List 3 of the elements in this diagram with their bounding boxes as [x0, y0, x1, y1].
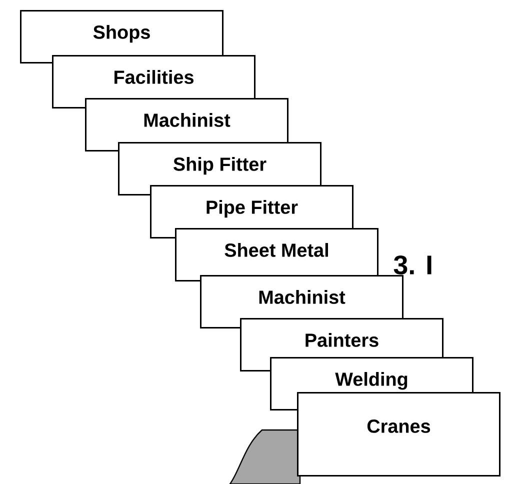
- heading-text: 3. I: [394, 255, 432, 275]
- card: Cranes: [297, 392, 500, 476]
- card: Sheet Metal: [175, 228, 378, 282]
